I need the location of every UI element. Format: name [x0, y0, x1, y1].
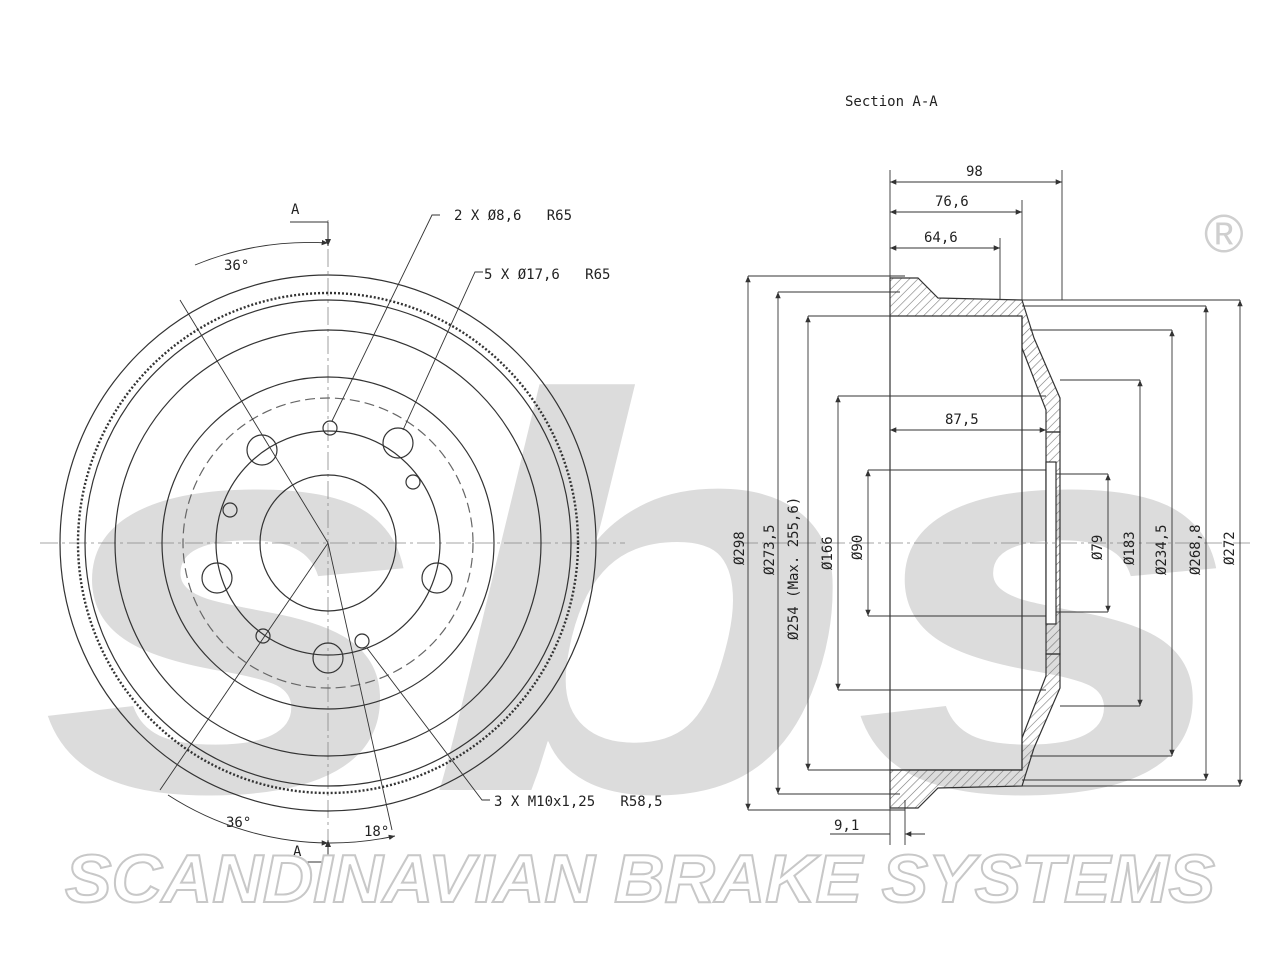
dim-98: 98	[966, 164, 983, 180]
dia-183: Ø183	[1122, 531, 1138, 565]
angle-label-top: 36°	[224, 258, 249, 274]
knurled-rim	[76, 291, 580, 795]
dia-166: Ø166	[820, 536, 836, 570]
bolt-hole	[312, 642, 344, 674]
section-title: Section A-A	[845, 94, 938, 110]
dia-272: Ø272	[1222, 531, 1238, 565]
small-hole	[255, 628, 271, 644]
diameter-dims	[745, 275, 1243, 811]
hub-ring	[215, 430, 441, 656]
dia-90: Ø90	[850, 535, 866, 560]
bolt-hole	[421, 562, 453, 594]
small-hole	[405, 474, 421, 490]
dia-298: Ø298	[732, 531, 748, 565]
small-hole	[222, 502, 238, 518]
callout-threaded-holes: 3 X M10x1,25 R58,5	[494, 794, 663, 810]
section-dims	[830, 170, 1063, 845]
angle-label-bottom-left: 36°	[226, 815, 251, 831]
center-bore	[259, 474, 397, 612]
section-marker-bottom: A	[293, 844, 302, 860]
small-hole	[322, 420, 338, 436]
company-name: SCANDINAVIAN BRAKE SYSTEMS	[65, 841, 1215, 917]
section-view	[740, 277, 1250, 809]
drum-face	[114, 329, 542, 757]
bolt-hole	[201, 562, 233, 594]
bolt-hole	[382, 427, 414, 459]
dim-9-1: 9,1	[834, 818, 859, 834]
dim-64-6: 64,6	[924, 230, 958, 246]
dia-268-8: Ø268,8	[1188, 524, 1204, 575]
dim-87-5: 87,5	[945, 412, 979, 428]
section-marker-top: A	[291, 202, 300, 218]
callout-small-holes: 2 X Ø8,6 R65	[454, 208, 572, 224]
dia-273-5: Ø273,5	[762, 524, 778, 575]
registered-mark: ®	[1204, 204, 1244, 264]
dia-254: Ø254 (Max. 255,6)	[786, 497, 802, 640]
callout-bolt-holes: 5 X Ø17,6 R65	[484, 267, 610, 283]
small-hole	[354, 633, 370, 649]
front-view	[40, 214, 625, 863]
angle-label-bottom-right: 18°	[364, 824, 389, 840]
outer-rim	[59, 274, 597, 812]
dia-234-5: Ø234,5	[1154, 524, 1170, 575]
svg-text:®: ®	[1204, 204, 1244, 264]
dia-79: Ø79	[1090, 535, 1106, 560]
dim-76-6: 76,6	[935, 194, 969, 210]
